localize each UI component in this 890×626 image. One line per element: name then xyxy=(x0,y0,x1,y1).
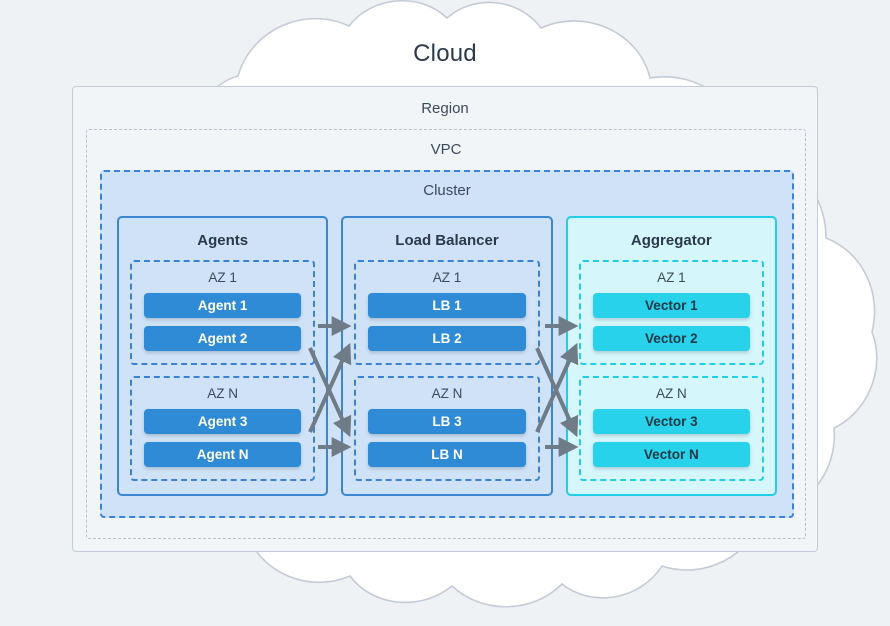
node-lb-n[interactable]: LB N xyxy=(368,442,526,467)
az-group-aggregator-az1: AZ 1 Vector 1 Vector 2 xyxy=(578,260,764,365)
node-agent-n[interactable]: Agent N xyxy=(144,442,302,467)
az-group-aggregator-azn: AZ N Vector 3 Vector N xyxy=(578,376,764,481)
column-title-agents: Agents xyxy=(197,232,249,249)
cluster-container: Cluster Agents AZ 1 Agent 1 Agent 2 AZ N… xyxy=(100,170,794,518)
node-vector-n[interactable]: Vector N xyxy=(592,442,750,467)
az-group-lb-az1: AZ 1 LB 1 LB 2 xyxy=(354,260,540,365)
node-vector-3[interactable]: Vector 3 xyxy=(592,409,750,434)
columns-row: Agents AZ 1 Agent 1 Agent 2 AZ N Agent 3… xyxy=(117,216,777,496)
column-agents: Agents AZ 1 Agent 1 Agent 2 AZ N Agent 3… xyxy=(117,216,329,496)
column-aggregator: Aggregator AZ 1 Vector 1 Vector 2 AZ N V… xyxy=(565,216,777,496)
az-label: AZ 1 xyxy=(208,270,237,285)
cloud-title: Cloud xyxy=(413,40,477,67)
az-label: AZ 1 xyxy=(432,270,462,285)
node-vector-1[interactable]: Vector 1 xyxy=(592,293,750,318)
node-lb-3[interactable]: LB 3 xyxy=(368,409,526,434)
vpc-container: VPC Cluster Agents AZ 1 Agent 1 Agent 2 xyxy=(86,129,806,539)
node-agent-2[interactable]: Agent 2 xyxy=(144,326,302,351)
column-title-aggregator: Aggregator xyxy=(630,232,712,249)
region-label: Region xyxy=(421,100,469,117)
az-group-agents-az1: AZ 1 Agent 1 Agent 2 xyxy=(130,260,316,365)
column-load-balancer: Load Balancer AZ 1 LB 1 LB 2 AZ N LB 3 L… xyxy=(341,216,553,496)
vpc-label: VPC xyxy=(430,141,462,158)
node-vector-2[interactable]: Vector 2 xyxy=(592,326,750,351)
node-lb-1[interactable]: LB 1 xyxy=(368,293,526,318)
az-label: AZ 1 xyxy=(657,270,686,285)
az-group-agents-azn: AZ N Agent 3 Agent N xyxy=(130,376,316,481)
node-agent-1[interactable]: Agent 1 xyxy=(144,293,302,318)
node-lb-2[interactable]: LB 2 xyxy=(368,326,526,351)
az-label: AZ N xyxy=(207,386,239,401)
az-group-lb-azn: AZ N LB 3 LB N xyxy=(354,376,540,481)
column-title-load-balancer: Load Balancer xyxy=(395,232,499,249)
region-container: Region VPC Cluster Agents AZ 1 Agent 1 A… xyxy=(72,86,818,552)
node-agent-3[interactable]: Agent 3 xyxy=(144,409,302,434)
cluster-label: Cluster xyxy=(423,182,471,199)
az-label: AZ N xyxy=(431,386,463,401)
az-label: AZ N xyxy=(655,386,687,401)
